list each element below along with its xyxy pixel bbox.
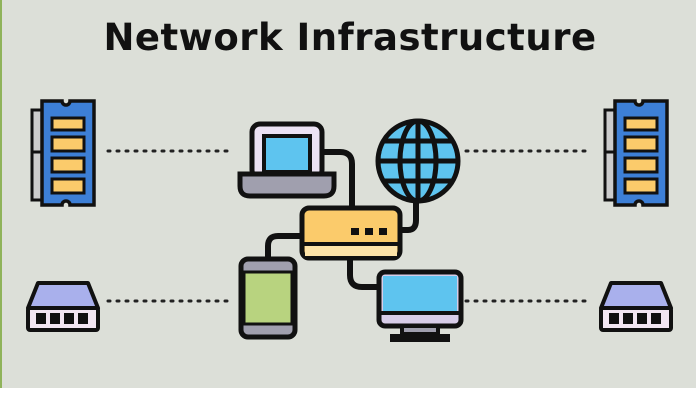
dotted-connectors xyxy=(106,149,594,303)
desktop-monitor-icon xyxy=(376,269,464,342)
diagram-canvas: Network Infrastructure xyxy=(0,0,696,388)
memory-module-icon xyxy=(603,99,669,207)
memory-module-icon xyxy=(30,99,96,207)
diagram-title: Network Infrastructure xyxy=(103,16,597,59)
cables xyxy=(265,149,419,290)
network-switch-icon xyxy=(599,281,673,332)
smartphone-icon xyxy=(238,256,298,340)
globe-icon xyxy=(375,118,461,204)
network-diagram xyxy=(26,99,673,342)
router-icon xyxy=(299,205,403,261)
network-switch-icon xyxy=(26,281,100,332)
laptop-icon xyxy=(237,121,337,199)
